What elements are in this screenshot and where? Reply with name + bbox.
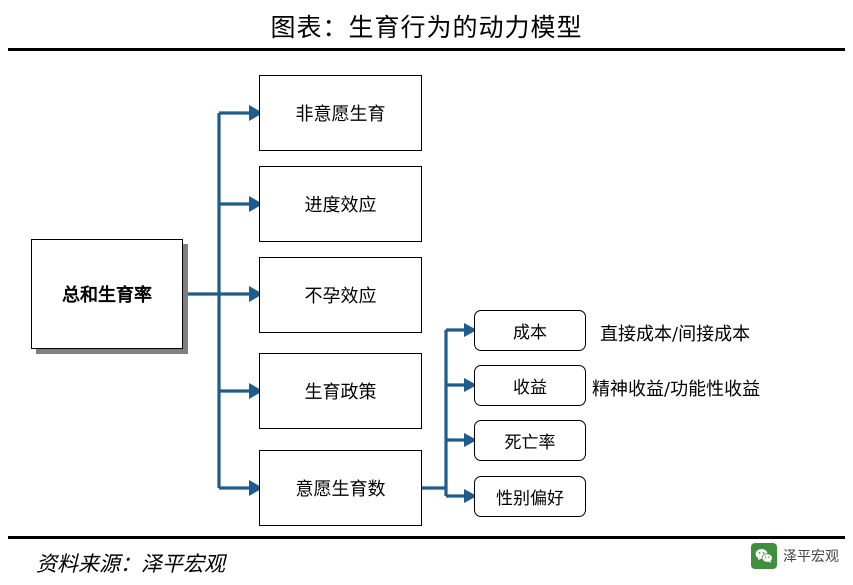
node-desired-number-of-children: 意愿生育数 [259,450,422,526]
node-fertility-policy: 生育政策 [259,353,422,429]
node-unintended-births: 非意愿生育 [259,75,422,151]
annotation-benefit: 精神收益/功能性收益 [592,379,761,400]
wechat-logo-icon [751,543,777,569]
node-mortality-rate: 死亡率 [474,420,586,461]
node-infertility-effect: 不孕效应 [259,257,422,333]
annotation-cost: 直接成本/间接成本 [600,324,751,345]
source-note: 资料来源：泽平宏观 [36,552,225,576]
node-gender-preference: 性别偏好 [474,476,586,517]
watermark-label: 泽平宏观 [783,549,839,565]
node-cost: 成本 [474,310,586,351]
node-benefit: 收益 [474,365,586,406]
header-rule [8,48,845,51]
watermark: 泽平宏观 [751,543,839,569]
footer-rule [8,536,845,539]
page-title: 图表：生育行为的动力模型 [270,13,583,42]
node-tempo-effect: 进度效应 [259,166,422,242]
node-total-fertility-rate: 总和生育率 [31,239,183,349]
